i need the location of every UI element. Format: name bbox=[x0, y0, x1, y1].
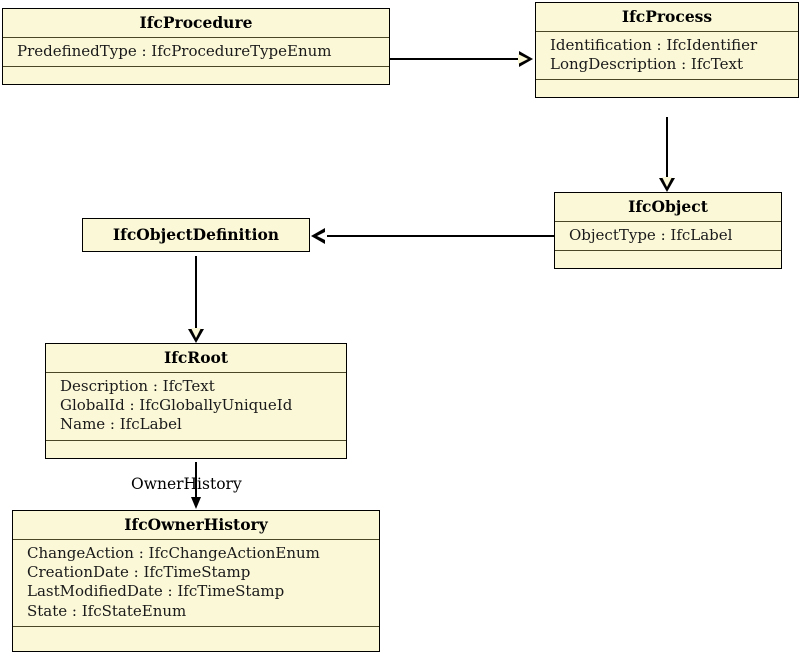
operation-compartment-ifc-procedure bbox=[3, 67, 389, 84]
compartment-separator bbox=[13, 625, 379, 627]
attribute-compartment-ifc-object: ObjectType : IfcLabel bbox=[555, 222, 781, 250]
attribute-compartment-ifc-process: Identification : IfcIdentifier LongDescr… bbox=[536, 32, 798, 79]
compartment-separator bbox=[536, 79, 798, 81]
operation-compartment-ifc-process bbox=[536, 80, 798, 97]
compartment-separator bbox=[555, 221, 781, 223]
generalization-arrowhead-object bbox=[659, 176, 675, 192]
operation-compartment-ifc-object bbox=[555, 251, 781, 268]
class-title-ifc-procedure: IfcProcedure bbox=[139, 13, 253, 32]
attribute-compartment-ifc-owner-history: ChangeAction : IfcChangeActionEnum Creat… bbox=[13, 540, 379, 626]
class-attribute: ChangeAction : IfcChangeActionEnum bbox=[27, 544, 320, 563]
compartment-separator bbox=[46, 439, 346, 441]
operation-compartment-ifc-owner-history bbox=[13, 627, 379, 651]
class-box-ifc-process[interactable]: IfcProcess Identification : IfcIdentifie… bbox=[535, 2, 799, 99]
class-attribute: LastModifiedDate : IfcTimeStamp bbox=[27, 582, 285, 601]
class-title-ifc-process: IfcProcess bbox=[621, 7, 713, 26]
class-box-ifc-owner-history[interactable]: IfcOwnerHistory ChangeAction : IfcChange… bbox=[12, 510, 380, 652]
class-attribute: LongDescription : IfcText bbox=[550, 55, 744, 74]
class-attribute: GlobalId : IfcGloballyUniqueId bbox=[60, 396, 293, 415]
class-box-ifc-object[interactable]: IfcObject ObjectType : IfcLabel bbox=[554, 192, 782, 270]
compartment-separator bbox=[3, 37, 389, 39]
class-attribute: PredefinedType : IfcProcedureTypeEnum bbox=[17, 42, 332, 61]
class-attribute: Description : IfcText bbox=[60, 377, 215, 396]
attribute-compartment-ifc-root: Description : IfcText GlobalId : IfcGlob… bbox=[46, 373, 346, 440]
edge-label-owner-history: OwnerHistory bbox=[131, 475, 242, 493]
operation-compartment-ifc-root bbox=[46, 441, 346, 458]
class-title-ifc-root: IfcRoot bbox=[163, 348, 229, 367]
class-title-ifc-object-definition: IfcObjectDefinition bbox=[112, 225, 280, 244]
attribute-compartment-ifc-procedure: PredefinedType : IfcProcedureTypeEnum bbox=[3, 38, 389, 66]
class-title-ifc-owner-history: IfcOwnerHistory bbox=[124, 515, 268, 534]
generalization-arrowhead-root bbox=[188, 327, 204, 343]
compartment-separator bbox=[3, 66, 389, 68]
compartment-separator bbox=[46, 372, 346, 374]
generalization-arrowhead-object-definition bbox=[311, 228, 327, 244]
class-box-ifc-procedure[interactable]: IfcProcedure PredefinedType : IfcProcedu… bbox=[2, 8, 390, 86]
generalization-arrowhead-process bbox=[517, 51, 533, 67]
class-box-ifc-root[interactable]: IfcRoot Description : IfcText GlobalId :… bbox=[45, 343, 347, 459]
class-attribute: CreationDate : IfcTimeStamp bbox=[27, 563, 251, 582]
class-attribute: Name : IfcLabel bbox=[60, 415, 182, 434]
edge-root-to-owner-history bbox=[195, 462, 198, 505]
class-attribute: ObjectType : IfcLabel bbox=[569, 226, 733, 245]
compartment-separator bbox=[536, 31, 798, 33]
edge-procedure-to-process bbox=[389, 58, 521, 61]
class-box-ifc-object-definition[interactable]: IfcObjectDefinition bbox=[82, 218, 310, 253]
class-attribute: State : IfcStateEnum bbox=[27, 601, 187, 620]
class-title-ifc-object: IfcObject bbox=[628, 197, 708, 216]
edge-object-definition-to-root bbox=[195, 256, 198, 330]
compartment-separator bbox=[555, 250, 781, 252]
edge-object-to-object-definition bbox=[324, 235, 555, 238]
edge-process-to-object bbox=[666, 117, 669, 179]
class-attribute: Identification : IfcIdentifier bbox=[550, 36, 758, 55]
compartment-separator bbox=[13, 539, 379, 541]
